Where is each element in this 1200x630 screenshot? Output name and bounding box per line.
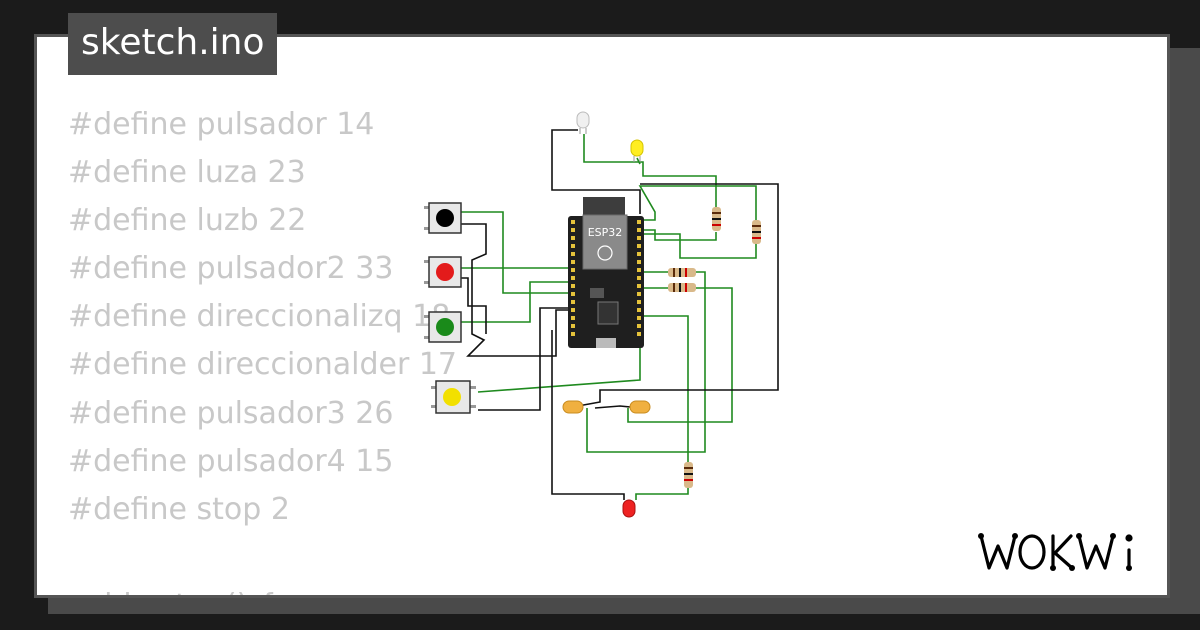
button-cap [443,388,461,406]
resistor[interactable] [752,220,761,244]
code-line: void setup() { [68,582,457,595]
wire [460,281,572,323]
wire [627,287,733,423]
logo-letter-w [979,534,1017,570]
code-line: #define pulsador2 33 [68,251,394,287]
usb-chip [590,288,604,298]
left-pin-header [571,220,575,336]
wire [460,277,487,334]
black-pushbutton[interactable] [424,202,462,234]
code-line: #define stop 2 [68,491,290,527]
wire [478,307,572,411]
usb-port [596,338,616,348]
code-preview: #define pulsador 14 #define luza 23 #defin… [68,101,458,595]
button-cap [436,209,454,227]
esp32-board[interactable]: ESP32 [568,197,644,348]
wire [460,223,572,357]
orange-led-right[interactable] [629,400,651,414]
wire [577,183,779,407]
logo-letter-w2 [1077,534,1115,570]
wire [635,488,689,500]
code-line: #define direccionalizq 18 [68,299,451,335]
code-line: #define pulsador4 15 [68,443,394,479]
wire [460,211,572,294]
board-label: ESP32 [588,226,623,239]
code-line: #define pulsador 14 [68,107,375,142]
wire [586,271,706,453]
wire [551,129,641,214]
orange-led-left[interactable] [562,400,584,414]
yellow-pushbutton[interactable] [431,380,476,414]
button-cap [436,263,454,281]
file-title-tab: sketch.ino [68,13,278,75]
wire [640,229,717,241]
button-cap [436,318,454,336]
antenna-block [583,197,625,217]
espressif-logo [597,245,613,261]
wire [551,330,625,500]
code-line: #define direccionalder 17 [68,347,458,383]
wokwi-logo [978,533,1133,571]
wifi-module [582,214,628,270]
wire [638,185,757,259]
logo-letter-o [1018,534,1046,570]
resistor[interactable] [684,462,693,488]
red-pushbutton[interactable] [424,256,462,288]
resistor[interactable] [712,207,721,231]
code-line: #define pulsador3 26 [68,395,394,431]
wire [640,315,689,462]
resistor[interactable] [668,283,696,292]
mcu-chip [597,301,619,325]
green-pushbutton[interactable] [424,311,462,343]
code-line: #define luzb 22 [68,203,307,239]
right-pin-header [637,220,641,336]
red-led[interactable] [622,499,636,518]
wire [583,134,717,208]
yellow-led[interactable] [630,139,644,162]
ground-wires [460,129,779,500]
resistor[interactable] [668,268,696,277]
code-line: #define luza 23 [68,155,306,191]
wire [636,157,641,165]
white-led[interactable] [576,111,590,134]
